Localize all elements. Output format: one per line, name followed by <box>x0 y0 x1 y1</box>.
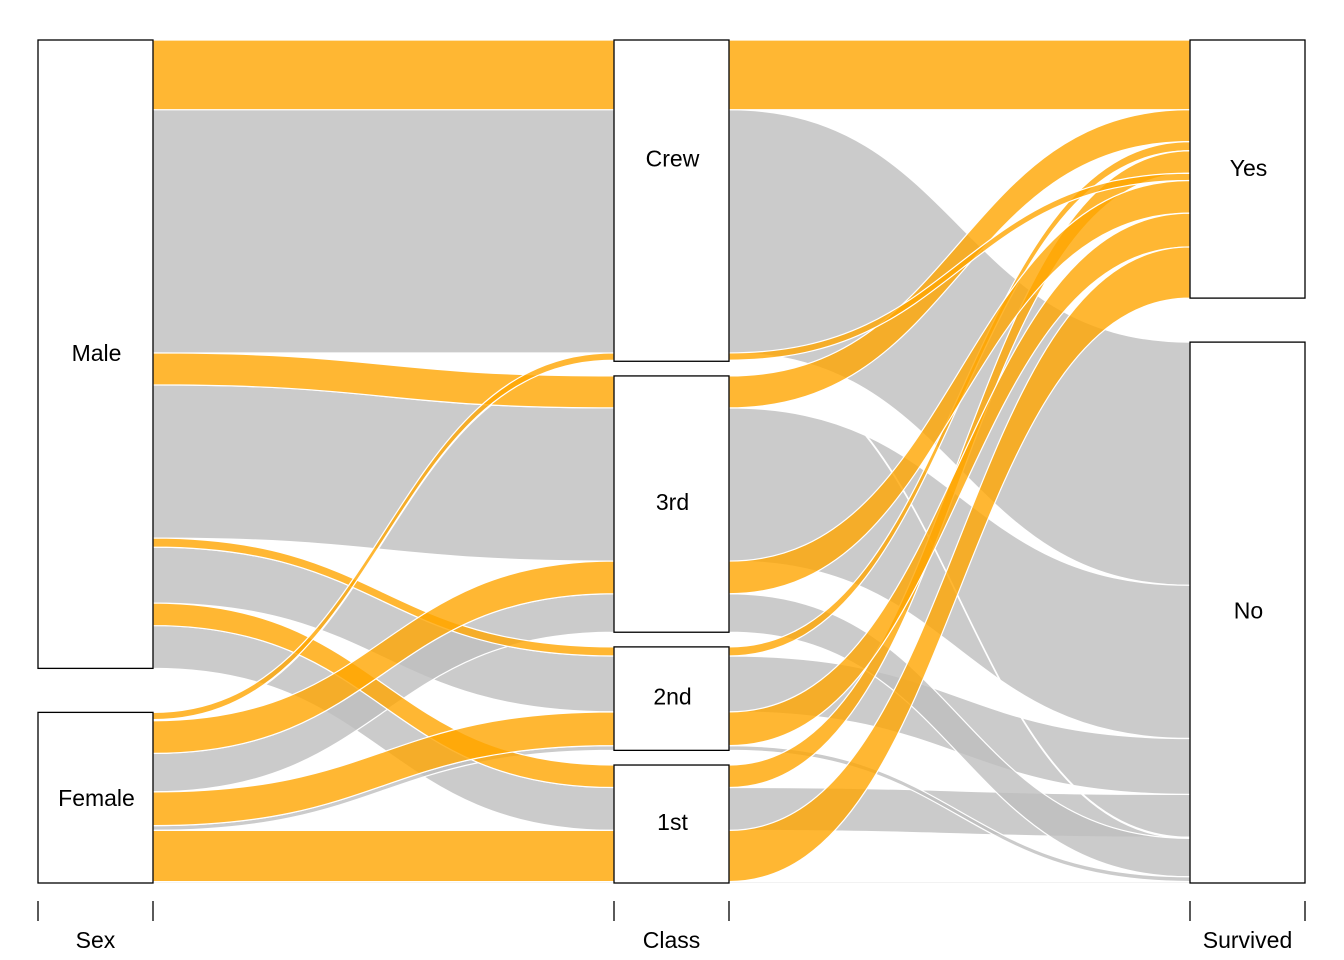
stratum-box-female <box>37 711 154 884</box>
axis-label-class: Class <box>643 927 701 953</box>
stratum-box-yes <box>1189 39 1306 299</box>
stratum-label-crew: Crew <box>646 146 700 172</box>
stratum-label-female: Female <box>58 785 135 811</box>
stratum-box-crew <box>613 39 730 362</box>
stratum-label-1st: 1st <box>657 809 688 835</box>
axis-label-sex: Sex <box>76 927 116 953</box>
stratum-label-2nd: 2nd <box>653 684 691 710</box>
stratum-box-3rd <box>613 375 730 633</box>
stratum-box-male <box>37 39 154 670</box>
stratum-label-male: Male <box>72 340 122 366</box>
axis-label-survived: Survived <box>1203 927 1292 953</box>
strata-layer <box>37 39 1306 884</box>
stratum-label-3rd: 3rd <box>656 489 689 515</box>
strata-labels: Male Female Crew 3rd 2nd 1st Yes No <box>58 146 1267 835</box>
stratum-box-2nd <box>613 646 730 752</box>
axes-layer: Sex Class Survived <box>37 901 1306 953</box>
stratum-box-1st <box>613 764 730 884</box>
stratum-label-no: No <box>1234 598 1263 624</box>
stratum-box-no <box>1189 341 1306 884</box>
flows-layer <box>152 39 1191 884</box>
stratum-label-yes: Yes <box>1230 155 1268 181</box>
